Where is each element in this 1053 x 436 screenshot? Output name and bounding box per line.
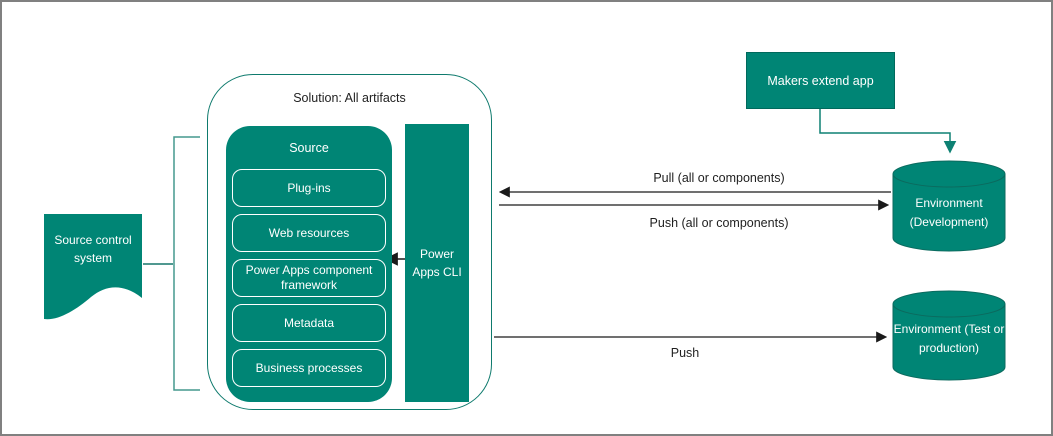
solution-container — [207, 74, 492, 410]
source-item-plug-ins: Plug-ins — [232, 169, 386, 207]
environment-test-cylinder — [892, 290, 1006, 381]
push-bottom-arrow-label: Push — [670, 346, 700, 360]
source-item-web-resources: Web resources — [232, 214, 386, 252]
push-arrow-label: Push (all or components) — [649, 216, 789, 230]
makers-extend-app-box: Makers extend app — [746, 52, 895, 109]
source-control-label: Source control system — [54, 233, 132, 265]
source-item-business-processes: Business processes — [232, 349, 386, 387]
source-group-title: Source — [289, 140, 329, 155]
source-group: Source Plug-ins Web resources Power Apps… — [226, 126, 392, 402]
environment-development-label: Environment (Development) — [909, 196, 989, 229]
environment-test-label: Environment (Test or production) — [893, 322, 1005, 355]
source-item-metadata: Metadata — [232, 304, 386, 342]
source-item-component-framework: Power Apps component framework — [232, 259, 386, 297]
source-items-list: Plug-ins Web resources Power Apps compon… — [232, 169, 386, 387]
environment-development-cylinder — [892, 160, 1006, 252]
power-apps-cli-box: Power Apps CLI — [405, 124, 469, 402]
solution-title: Solution: All artifacts — [293, 91, 406, 105]
grouping-bracket — [173, 136, 200, 391]
source-control-shape — [44, 214, 142, 320]
makers-connector-arrow — [819, 109, 957, 154]
pull-arrow-label: Pull (all or components) — [653, 171, 785, 185]
